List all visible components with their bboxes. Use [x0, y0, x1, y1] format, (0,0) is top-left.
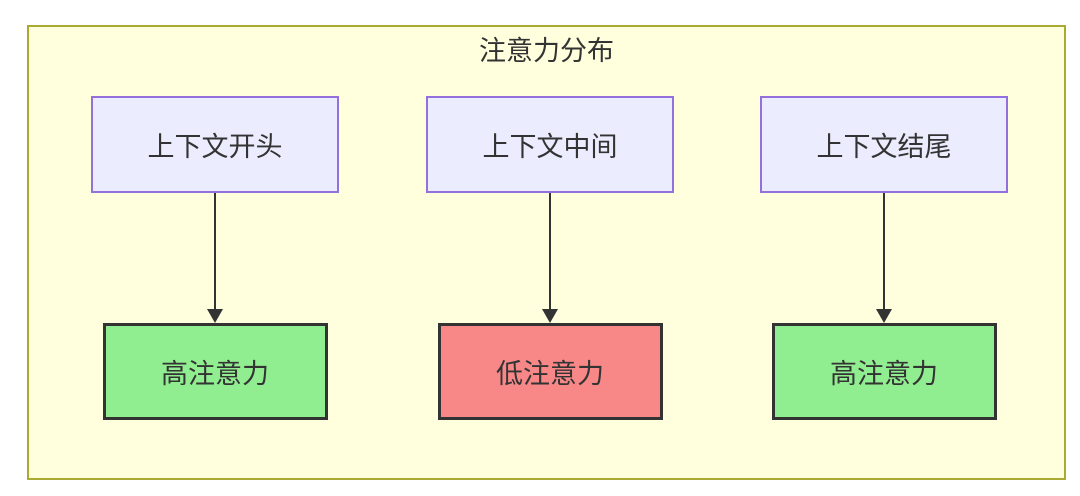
- node-high-attention-left: 高注意力: [102, 323, 328, 420]
- node-context-middle-label: 上下文中间: [482, 132, 618, 162]
- arrow-context-end: [876, 193, 892, 323]
- attention-distribution-cluster: 注意力分布 上下文开头 高注意力 上下文中间 低注意力: [27, 25, 1066, 480]
- node-context-start: 上下文开头: [91, 96, 339, 193]
- node-context-middle: 上下文中间: [426, 96, 674, 193]
- column-context-start: 上下文开头 高注意力: [91, 96, 339, 420]
- arrow-context-middle: [542, 193, 558, 323]
- node-low-attention-label: 低注意力: [496, 359, 604, 389]
- node-high-attention-right: 高注意力: [771, 323, 997, 420]
- node-context-start-label: 上下文开头: [147, 132, 283, 162]
- arrow-head-icon: [207, 309, 223, 323]
- arrow-line: [214, 193, 216, 309]
- arrow-head-icon: [542, 309, 558, 323]
- arrow-line: [883, 193, 885, 309]
- node-context-end: 上下文结尾: [760, 96, 1008, 193]
- node-high-attention-right-label: 高注意力: [830, 359, 938, 389]
- column-context-middle: 上下文中间 低注意力: [426, 96, 674, 420]
- cluster-title: 注意力分布: [479, 36, 614, 66]
- node-high-attention-left-label: 高注意力: [161, 359, 269, 389]
- arrow-context-start: [207, 193, 223, 323]
- node-context-end-label: 上下文结尾: [816, 132, 952, 162]
- arrow-line: [549, 193, 551, 309]
- node-low-attention: 低注意力: [437, 323, 663, 420]
- arrow-head-icon: [876, 309, 892, 323]
- column-context-end: 上下文结尾 高注意力: [760, 96, 1008, 420]
